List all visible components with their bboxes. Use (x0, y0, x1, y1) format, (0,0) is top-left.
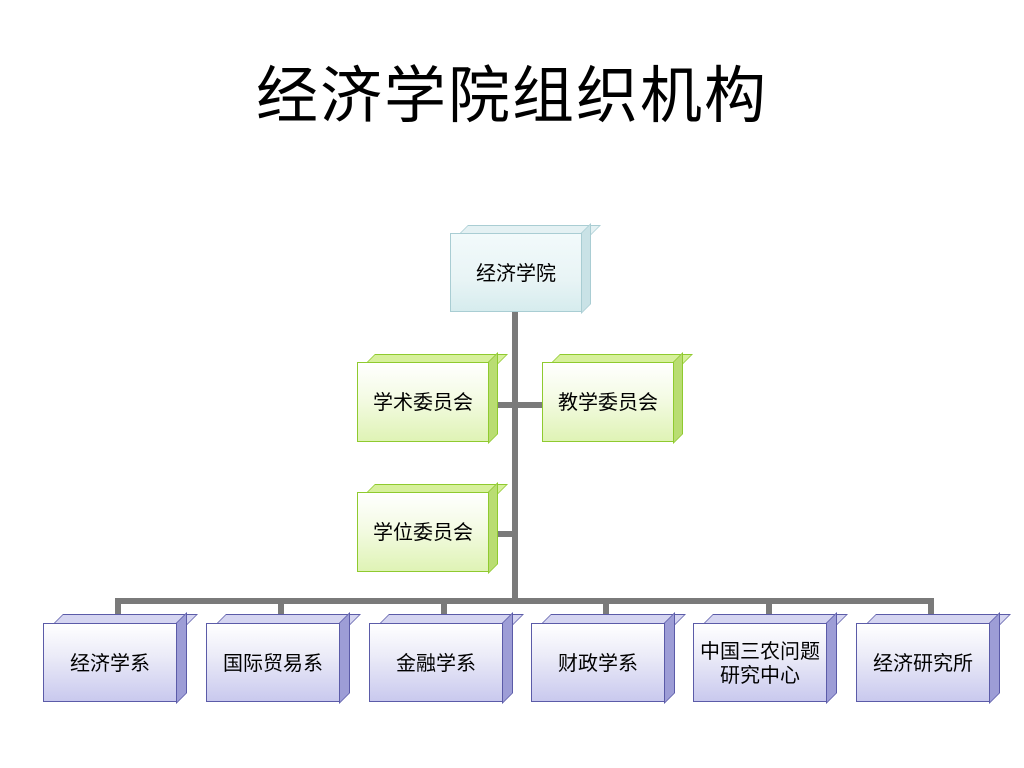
committee-left-connector (489, 402, 515, 408)
org-node-department: 经济学系 (43, 612, 198, 704)
org-node-committee-teaching: 教学委员会 (542, 352, 693, 444)
org-node-label: 中国三农问题研究中心 (693, 623, 827, 702)
department-bus-connector (115, 598, 934, 604)
org-node-department: 金融学系 (369, 612, 524, 704)
org-node-department: 经济研究所 (856, 612, 1011, 704)
trunk-connector (512, 311, 518, 604)
org-node-root: 经济学院 (450, 223, 601, 314)
org-node-department: 国际贸易系 (206, 612, 361, 704)
org-node-label: 经济学系 (43, 623, 177, 702)
dept-drop-connector (928, 598, 934, 616)
dept-drop-connector (603, 598, 609, 616)
org-node-label: 学术委员会 (357, 362, 489, 442)
committee-lower-connector (489, 531, 515, 537)
org-node-committee-academic: 学术委员会 (357, 352, 508, 444)
org-node-department: 财政学系 (531, 612, 686, 704)
dept-drop-connector (441, 598, 447, 616)
slide-title: 经济学院组织机构 (255, 59, 768, 132)
dept-drop-connector (278, 598, 284, 616)
org-node-label: 经济学院 (450, 233, 582, 312)
org-node-committee-degree: 学位委员会 (357, 482, 508, 574)
org-node-label: 金融学系 (369, 623, 503, 702)
org-node-label: 国际贸易系 (206, 623, 340, 702)
dept-drop-connector (115, 598, 121, 616)
org-node-label: 教学委员会 (542, 362, 674, 442)
org-node-label: 财政学系 (531, 623, 665, 702)
committee-right-connector (515, 402, 544, 408)
org-node-label: 经济研究所 (856, 623, 990, 702)
org-node-label: 学位委员会 (357, 492, 489, 572)
dept-drop-connector (766, 598, 772, 616)
org-node-department: 中国三农问题研究中心 (693, 612, 848, 704)
